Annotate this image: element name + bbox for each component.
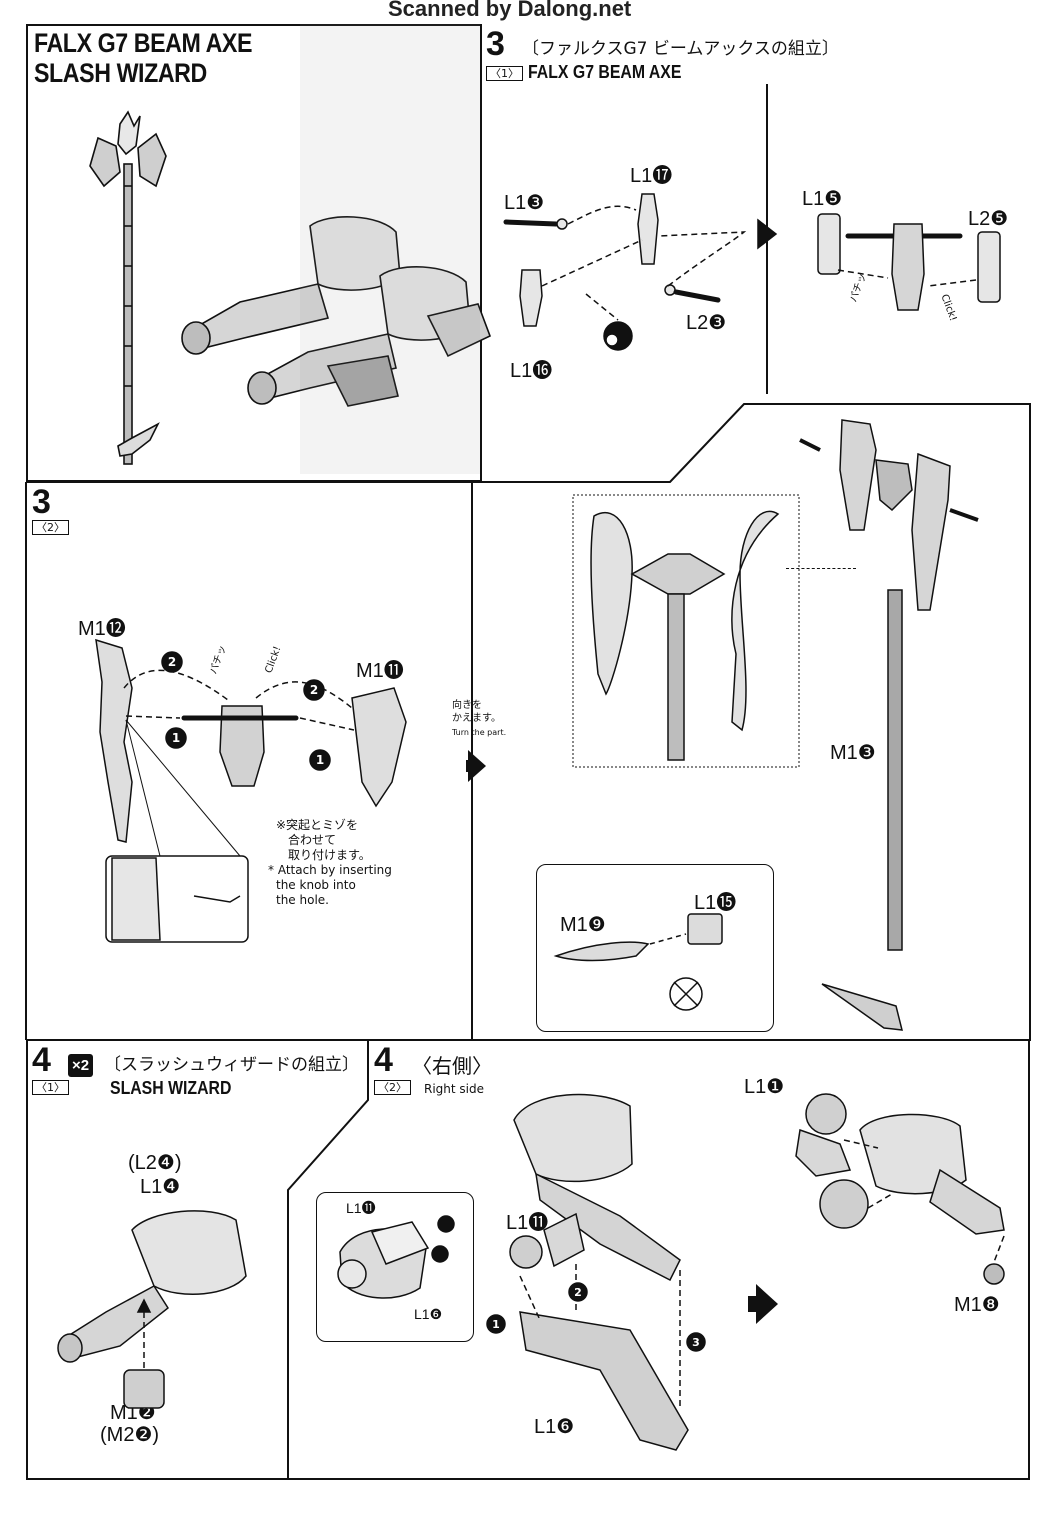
step3-1-title-jp: 〔ファルクスG7 ビームアックスの組立〕 [522, 39, 839, 59]
part-l1-5 [817, 213, 841, 275]
attach-note-en-2: the knob into [276, 878, 356, 892]
step3-1-number: 3 [486, 25, 505, 63]
attach-note-en-1: * Attach by inserting [268, 863, 392, 877]
step4-1-number: 4 [32, 1041, 51, 1079]
turn-arrow-icon [466, 750, 486, 782]
attach-note-en-3: the hole. [276, 893, 329, 907]
beam-axe-drawing [89, 110, 167, 465]
step4-1-multiplier: ×2 [68, 1054, 94, 1077]
step3-1-panel: 3 〈1〉 〔ファルクスG7 ビームアックスの組立〕 FALX G7 BEAM … [482, 24, 1034, 404]
part-label-l1-6-inset: L1❻ [414, 1306, 443, 1322]
svg-text:2: 2 [168, 655, 176, 669]
part-label-l1-11: L1⓫ [506, 1212, 549, 1234]
step3-2-substep: 〈2〉 [32, 520, 69, 535]
overview-panel: FALX G7 BEAM AXE SLASH WIZARD [26, 24, 492, 482]
blade-inset-box [536, 864, 774, 1032]
step4-2-substep: 〈2〉 [374, 1080, 411, 1095]
scan-watermark: Scanned by Dalong.net [388, 0, 632, 21]
pin-l1-3 [503, 219, 559, 227]
blade-inset-drawing [553, 913, 723, 1011]
turn-note-jp-2: かえます。 [452, 713, 501, 724]
part-label-l1-4: L1❹ [140, 1176, 181, 1198]
pin-l2-3 [673, 289, 721, 303]
step4-1-illustration [57, 1210, 247, 1409]
part-label-m1-3: M1❸ [830, 742, 876, 764]
step3-1-substep: 〈1〉 [486, 66, 523, 81]
step3-2-number: 3 [32, 483, 51, 521]
part-m1-11 [351, 687, 407, 808]
step4-1-title-en: SLASH WIZARD [110, 1078, 232, 1098]
attach-note-jp-3: 取り付けます。 [288, 848, 371, 862]
part-label-l2-5: L2❺ [968, 208, 1009, 230]
part-label-l1-15: L1⓯ [694, 892, 737, 914]
axe-final-view [799, 419, 979, 1031]
overview-title-line2: SLASH WIZARD [34, 58, 207, 88]
part-label-m1-9: M1❾ [560, 914, 606, 936]
step3-1-illustration [503, 193, 1001, 351]
attach-note-jp-1: ※突起とミゾを [276, 818, 359, 832]
part-label-l1-1: L1❶ [744, 1076, 785, 1098]
overview-title-line1: FALX G7 BEAM AXE [34, 28, 253, 58]
part-label-l1-3: L1❸ [504, 192, 545, 214]
step4-2-number: 4 [374, 1041, 393, 1079]
bleed-through-shade [300, 24, 480, 474]
part-label-l1-17: L1⓱ [630, 165, 673, 187]
svg-text:2: 2 [574, 1286, 582, 1299]
step3-1-title-en: FALX G7 BEAM AXE [528, 62, 682, 82]
svg-text:1: 1 [316, 753, 324, 767]
step4-2-title-jp: 〈右側〉 [412, 1054, 492, 1078]
part-label-l2-4: (L2❹) [128, 1152, 182, 1174]
part-label-m1-11: M1⓫ [356, 660, 404, 682]
part-label-m1-8: M1❽ [954, 1294, 1000, 1316]
step4-2-arrow-icon [748, 1284, 778, 1324]
part-m1-12 [95, 638, 133, 843]
turn-note-en: Turn the part. [452, 728, 507, 737]
svg-text:1: 1 [172, 731, 180, 745]
turn-note-jp-1: 向きを [452, 700, 482, 711]
step4-2-result-illustration [795, 1093, 1005, 1285]
step4-1-substep: 〈1〉 [32, 1080, 69, 1095]
part-label-l2-3: L2❸ [686, 312, 727, 334]
part-l2-5 [977, 231, 1001, 303]
step4-2-illustration: 1 2 3 [486, 1093, 706, 1451]
part-label-l1-5: L1❺ [802, 188, 843, 210]
step4-1-title-jp: 〔スラッシュウィザードの組立〕 [104, 1055, 359, 1075]
part-label-m2-2: (M2❷) [100, 1424, 160, 1446]
step3-2-illustration: 2 1 2 1 [95, 638, 407, 943]
dotted-leader [786, 568, 856, 569]
attach-note: ※突起とミゾを 合わせて 取り付けます。 * Attach by inserti… [264, 818, 392, 908]
step-arrow-icon [757, 218, 778, 250]
part-l1-17 [637, 193, 659, 265]
slash-wizard-drawing [181, 216, 492, 407]
axe-assembled-view [572, 494, 800, 768]
svg-text:3: 3 [692, 1336, 700, 1349]
part-label-l1-6: L1❻ [534, 1416, 575, 1438]
part-label-l1-16: L1⓰ [510, 360, 553, 382]
svg-text:1: 1 [492, 1318, 500, 1331]
attach-note-jp-2: 合わせて [288, 833, 337, 847]
step4-row-frame [26, 1040, 1030, 1480]
overview-illustration [89, 110, 492, 465]
step4-2-title-en: Right side [424, 1082, 484, 1096]
step4-2-inset-drawing [337, 1215, 455, 1299]
part-label-l1-11-inset: L1⓫ [346, 1200, 376, 1216]
part-label-m1-12: M1⓬ [78, 618, 126, 640]
svg-text:2: 2 [310, 683, 318, 697]
part-l1-16 [519, 269, 543, 327]
